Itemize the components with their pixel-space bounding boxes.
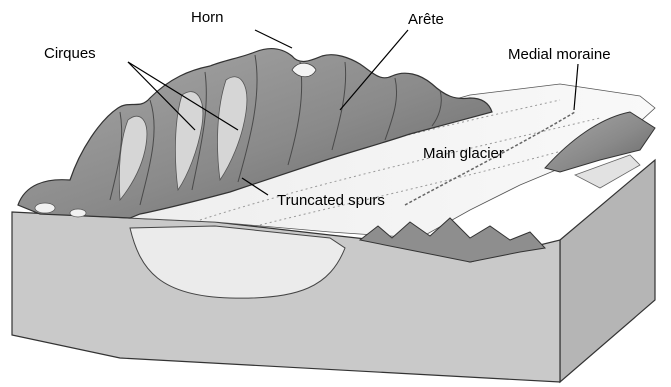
- label-medial-moraine: Medial moraine: [508, 47, 611, 62]
- label-main-glacier: Main glacier: [423, 146, 504, 161]
- label-arete: Arête: [408, 12, 444, 27]
- horn-leader: [255, 30, 292, 48]
- label-cirques: Cirques: [44, 46, 96, 61]
- label-truncated-spurs: Truncated spurs: [277, 193, 385, 208]
- label-horn: Horn: [191, 10, 224, 25]
- block-side-face: [560, 160, 655, 382]
